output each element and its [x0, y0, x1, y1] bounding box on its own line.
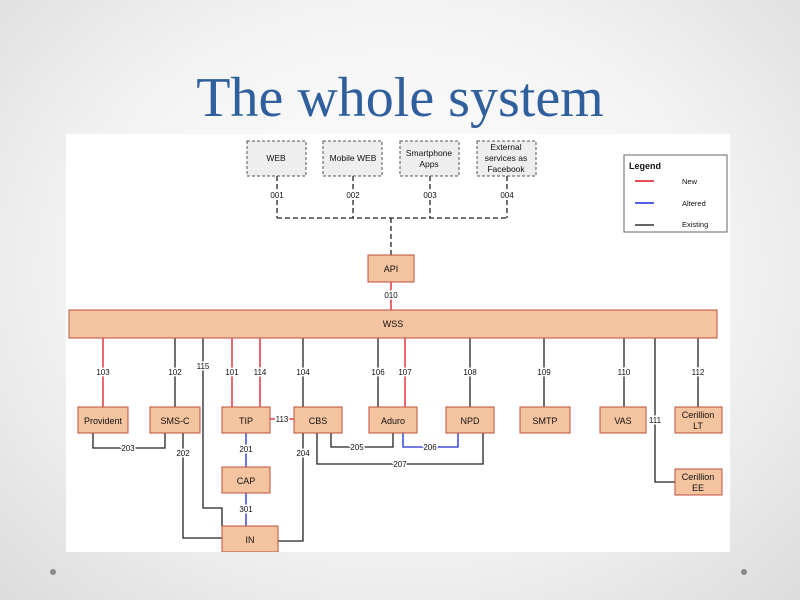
wss-bus-box	[68, 309, 718, 339]
link-111	[654, 338, 675, 483]
external-label-1: External	[490, 142, 521, 152]
link-206	[402, 433, 459, 448]
link-207	[316, 433, 484, 465]
link-label-101: 101	[225, 368, 239, 377]
api-box	[367, 254, 415, 283]
external-label-2: services as	[485, 153, 528, 163]
smartphone-label-1: Smartphone	[406, 148, 453, 158]
link-label-201: 201	[239, 445, 253, 454]
legend-title: Legend	[629, 161, 661, 171]
api-label: API	[384, 264, 399, 274]
link-label-301: 301	[239, 505, 253, 514]
link-label-115: 115	[197, 362, 210, 371]
link-label-114: 114	[254, 368, 267, 377]
smtp-box	[519, 406, 571, 434]
tip-box	[221, 406, 271, 434]
cerillion-ee-label-2: EE	[692, 483, 704, 493]
mobile-web-label: Mobile WEB	[330, 153, 377, 163]
cerillion-lt-box	[674, 406, 723, 434]
tip-label: TIP	[239, 416, 253, 426]
legend-box	[623, 154, 728, 233]
provident-label: Provident	[84, 416, 123, 426]
cbs-label: CBS	[309, 416, 328, 426]
external-label-3: Facebook	[487, 164, 525, 174]
vas-label: VAS	[614, 416, 631, 426]
mobile-web-client-box	[322, 140, 383, 177]
external-services-client-box	[476, 140, 537, 177]
link-label-204: 204	[296, 449, 310, 458]
system-diagram: WEB Mobile WEB Smartphone Apps External …	[68, 140, 728, 553]
aduro-label: Aduro	[381, 416, 405, 426]
link-label-004: 004	[500, 191, 514, 200]
legend-altered-label: Altered	[682, 199, 706, 208]
link-label-108: 108	[463, 368, 477, 377]
link-label-102: 102	[168, 368, 182, 377]
link-204	[278, 433, 304, 542]
sms-c-label: SMS-C	[161, 416, 191, 426]
provident-box	[77, 406, 129, 434]
smtp-label: SMTP	[532, 416, 557, 426]
diagram-canvas: WEB Mobile WEB Smartphone Apps External …	[66, 134, 730, 553]
cerillion-ee-box	[674, 468, 723, 496]
link-label-103: 103	[96, 368, 110, 377]
slide-title: The whole system	[196, 67, 604, 129]
npd-box	[445, 406, 495, 434]
link-label-207: 207	[393, 460, 407, 469]
legend-new-label: New	[682, 177, 698, 186]
bottom-right-ornament	[741, 569, 747, 575]
link-label-109: 109	[537, 368, 551, 377]
link-label-113: 113	[276, 415, 289, 424]
cap-box	[221, 466, 271, 494]
legend: Legend New Altered Existing	[623, 154, 728, 233]
cbs-box	[293, 406, 343, 434]
link-label-205: 205	[350, 443, 364, 452]
link-115	[202, 338, 223, 526]
link-label-104: 104	[296, 368, 310, 377]
link-label-203: 203	[121, 444, 135, 453]
link-label-010: 010	[384, 291, 398, 300]
cerillion-lt-label-2: LT	[693, 421, 703, 431]
link-label-106: 106	[371, 368, 385, 377]
link-label-202: 202	[176, 449, 190, 458]
cerillion-ee-label-1: Cerillion	[682, 472, 715, 482]
link-label-112: 112	[692, 368, 705, 377]
bottom-left-ornament	[50, 569, 56, 575]
sms-c-box	[149, 406, 201, 434]
link-label-002: 002	[346, 191, 360, 200]
link-label-110: 110	[618, 368, 631, 377]
cap-label: CAP	[237, 476, 256, 486]
vas-box	[599, 406, 647, 434]
link-202	[182, 433, 222, 539]
smartphone-apps-client-box	[399, 140, 460, 177]
wss-label: WSS	[383, 319, 404, 329]
link-205	[330, 433, 394, 448]
aduro-box	[368, 406, 418, 434]
cerillion-lt-label-1: Cerillion	[682, 410, 715, 420]
link-label-206: 206	[423, 443, 437, 452]
npd-label: NPD	[460, 416, 480, 426]
web-label: WEB	[266, 153, 286, 163]
in-label: IN	[246, 535, 255, 545]
link-label-001: 001	[270, 191, 284, 200]
legend-existing-label: Existing	[682, 220, 708, 229]
web-client-box	[246, 140, 307, 177]
link-203	[92, 433, 166, 449]
link-label-111: 111	[649, 416, 662, 425]
link-label-107: 107	[398, 368, 412, 377]
link-label-003: 003	[423, 191, 437, 200]
smartphone-label-2: Apps	[419, 159, 438, 169]
